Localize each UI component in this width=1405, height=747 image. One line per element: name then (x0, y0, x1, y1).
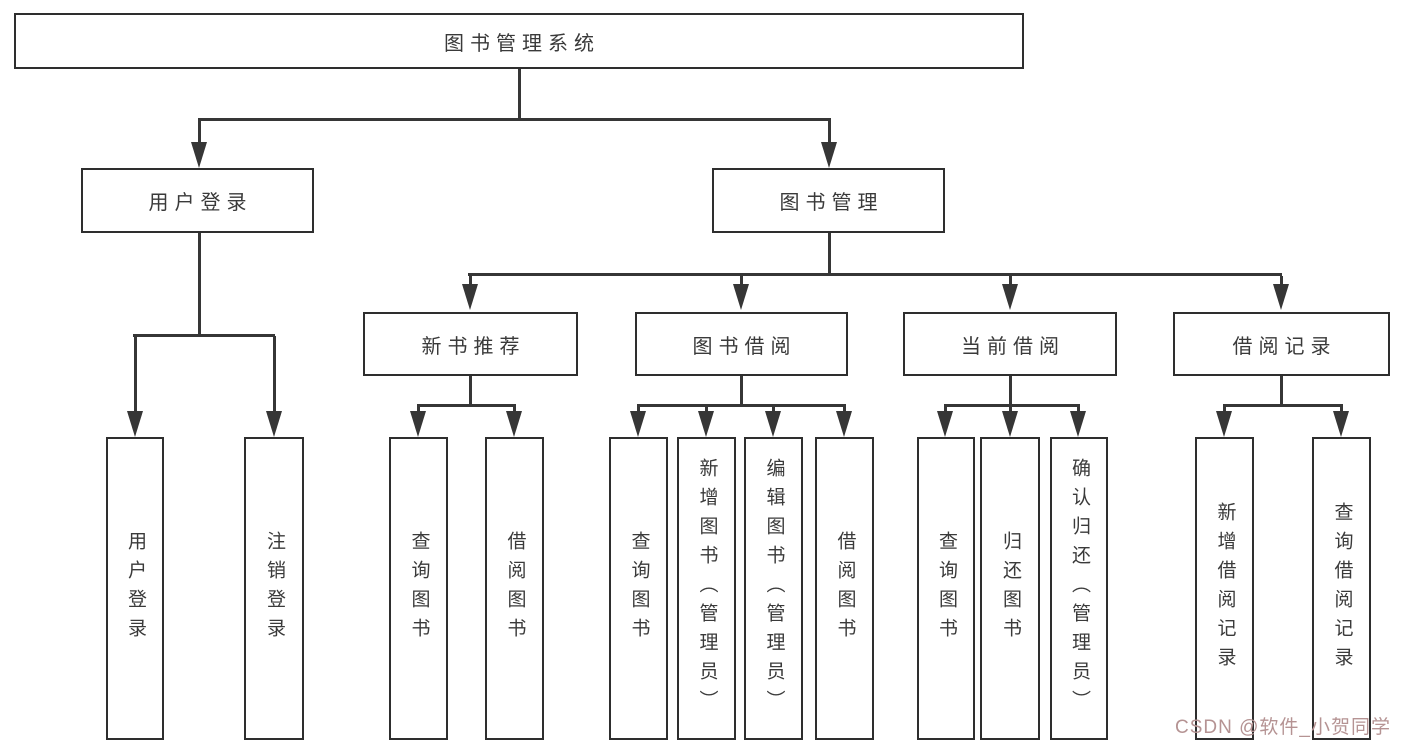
connector-line (739, 376, 743, 406)
connector-line (468, 273, 1282, 276)
leaf-borrow-books: 借阅图书 (815, 437, 874, 740)
arrowhead-down-icon (462, 284, 478, 310)
connector-line (197, 233, 201, 336)
connector-line (1279, 276, 1283, 286)
arrowhead-down-icon (733, 284, 749, 310)
connector-line (197, 121, 201, 144)
connector-line (1279, 376, 1283, 406)
connector-line (133, 334, 275, 337)
leaf-return-books: 归还图书 (980, 437, 1040, 740)
connector-line (1008, 276, 1012, 286)
leaf-query-books: 查询图书 (389, 437, 448, 740)
connector-line (197, 118, 831, 121)
arrowhead-down-icon (765, 411, 781, 437)
connector-line (468, 376, 472, 406)
leaf-query-books: 查询图书 (609, 437, 668, 740)
arrowhead-down-icon (1070, 411, 1086, 437)
arrowhead-down-icon (937, 411, 953, 437)
arrowhead-down-icon (821, 142, 837, 168)
arrowhead-down-icon (1002, 411, 1018, 437)
arrowhead-down-icon (127, 411, 143, 437)
node-book-management: 图书管理 (712, 168, 945, 233)
connector-line (1008, 376, 1012, 406)
connector-line (944, 404, 1080, 407)
connector-line (827, 233, 831, 276)
connector-line (517, 69, 521, 121)
arrowhead-down-icon (1333, 411, 1349, 437)
connector-line (827, 121, 831, 144)
node-new-book-recommend: 新书推荐 (363, 312, 578, 376)
arrowhead-down-icon (506, 411, 522, 437)
leaf-query-books: 查询图书 (917, 437, 975, 740)
leaf-borrow-books: 借阅图书 (485, 437, 544, 740)
connector-line (637, 404, 846, 407)
leaf-edit-books-admin: 编辑图书（管理员） (744, 437, 803, 740)
connector-line (417, 404, 516, 407)
connector-line (739, 276, 743, 286)
connector-line (133, 336, 137, 413)
leaf-confirm-return-admin: 确认归还（管理员） (1050, 437, 1108, 740)
node-current-borrowing: 当前借阅 (903, 312, 1117, 376)
arrowhead-down-icon (698, 411, 714, 437)
node-borrowing-records: 借阅记录 (1173, 312, 1390, 376)
arrowhead-down-icon (410, 411, 426, 437)
connector-line (468, 276, 472, 286)
arrowhead-down-icon (191, 142, 207, 168)
arrowhead-down-icon (836, 411, 852, 437)
arrowhead-down-icon (630, 411, 646, 437)
leaf-query-borrow-record: 查询借阅记录 (1312, 437, 1371, 740)
arrowhead-down-icon (1216, 411, 1232, 437)
arrowhead-down-icon (1273, 284, 1289, 310)
arrowhead-down-icon (1002, 284, 1018, 310)
connector-line (272, 336, 276, 413)
leaf-add-books-admin: 新增图书（管理员） (677, 437, 736, 740)
node-user-login: 用户登录 (81, 168, 314, 233)
leaf-add-borrow-record: 新增借阅记录 (1195, 437, 1254, 740)
csdn-watermark: CSDN @软件_小贺同学 (1175, 717, 1391, 738)
node-library-management-system: 图书管理系统 (14, 13, 1024, 69)
leaf-logout: 注销登录 (244, 437, 304, 740)
node-book-borrowing: 图书借阅 (635, 312, 848, 376)
connector-line (1223, 404, 1343, 407)
arrowhead-down-icon (266, 411, 282, 437)
leaf-user-login: 用户登录 (106, 437, 164, 740)
